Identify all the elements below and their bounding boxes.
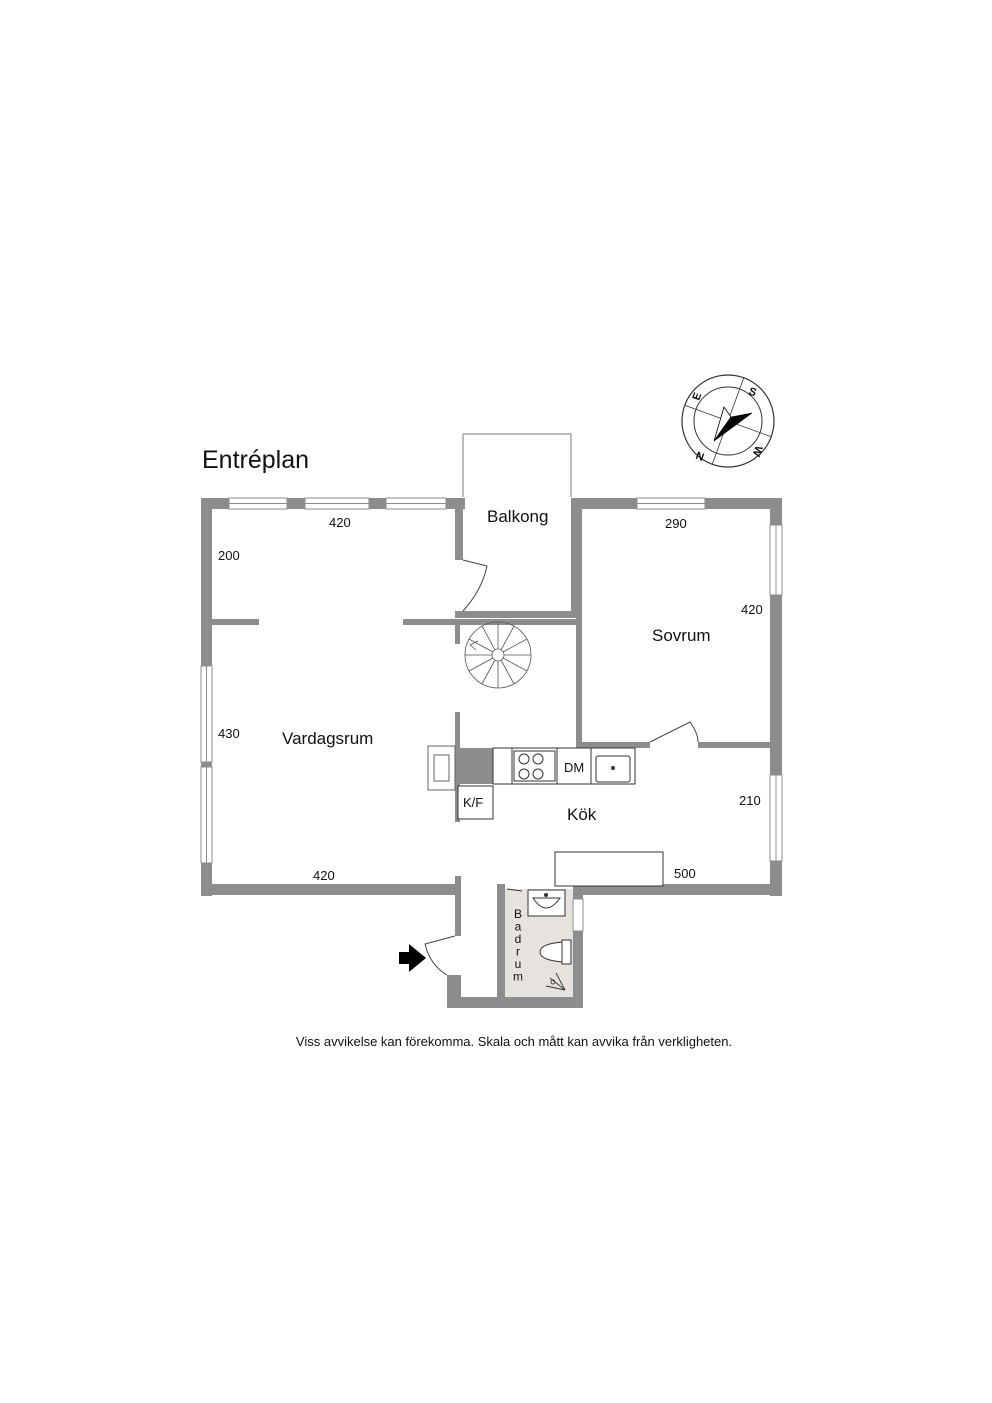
spiral-stair-icon: [464, 621, 532, 689]
washbasin-icon: [527, 889, 566, 917]
kitchen-counter: [492, 747, 636, 785]
compass-icon: S W N E: [681, 374, 775, 468]
compass-n: N: [694, 448, 706, 462]
fridge: [457, 785, 494, 820]
toilet-icon: [539, 939, 572, 965]
disclaimer: Viss avvikelse kan förekomma. Skala och …: [296, 1034, 732, 1049]
dim-vardagsrum-bottom: 420: [313, 868, 335, 883]
compass-s: S: [747, 386, 758, 400]
sink-icon: [595, 755, 631, 783]
dim-vardagsrum-upper: 200: [218, 548, 240, 563]
room-balkong: Balkong: [487, 507, 548, 526]
walls: [201, 498, 782, 1008]
compass-w: W: [749, 444, 764, 458]
dishwasher-label: DM: [564, 760, 584, 775]
balcony: [462, 433, 572, 497]
fridge-label: K/F: [463, 795, 483, 810]
dim-sovrum-top: 290: [665, 516, 687, 531]
shower-icon: [545, 972, 566, 991]
dim-vardagsrum-top: 420: [329, 515, 351, 530]
room-kok: Kök: [567, 805, 597, 824]
bathroom-door: [506, 888, 523, 892]
room-sovrum: Sovrum: [652, 626, 711, 645]
dim-kok-side: 210: [739, 793, 761, 808]
windows: [200, 497, 783, 932]
dim-kok-bottom: 500: [674, 866, 696, 881]
plan-title: Entréplan: [202, 446, 309, 474]
fireplace: [427, 745, 456, 791]
compass-e: E: [691, 391, 705, 402]
entrance-arrow-icon: [399, 944, 426, 972]
kitchen-island: [554, 851, 664, 887]
doors: [424, 559, 699, 976]
dim-sovrum-side: 420: [741, 602, 763, 617]
stove-icon: [513, 750, 556, 782]
room-vardagsrum: Vardagsrum: [282, 729, 373, 748]
dim-vardagsrum-side: 430: [218, 726, 240, 741]
